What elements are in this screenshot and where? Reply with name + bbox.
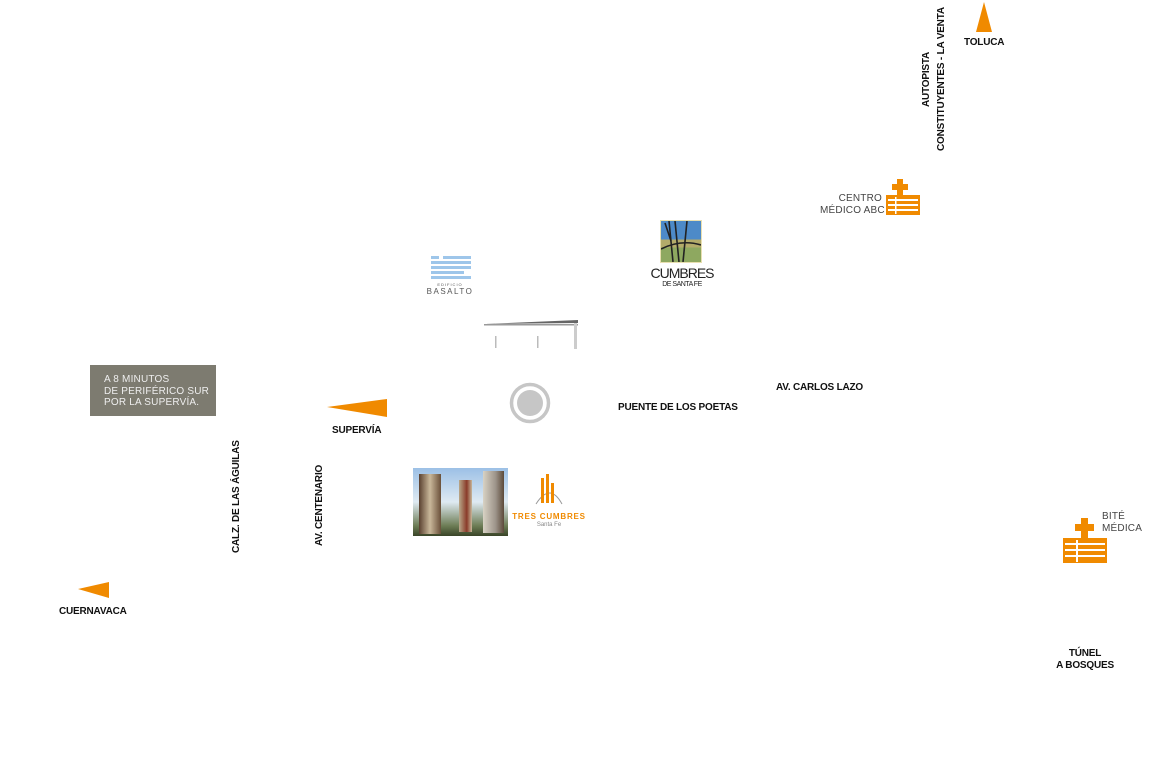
arrow-left-icon [78, 582, 109, 598]
basalto-logo-icon [431, 256, 471, 279]
destination-supervia: SUPERVÍA [332, 425, 382, 436]
road-carlos-lazo: AV. CARLOS LAZO [776, 382, 864, 393]
destination-tunel-a-bosques: TÚNEL A BOSQUES [1056, 648, 1114, 671]
hospital-icon [1063, 518, 1107, 563]
hospital-bite-label: BITÉ MÉDICA [1102, 511, 1143, 534]
road-puente-de-los-poetas: PUENTE DE LOS POETAS [618, 402, 738, 413]
arrow-left-icon [327, 399, 387, 417]
destination-cuernavaca: CUERNAVACA [59, 606, 127, 617]
location-marker-icon [509, 382, 551, 424]
tres-cumbres-logo-text: TRES CUMBRES [512, 512, 586, 521]
tres-cumbres-logo-sub: Santa Fe [536, 522, 562, 528]
arrow-up-icon [976, 2, 992, 32]
road-calz-de-las-aguilas: CALZ. DE LAS ÁGUILAS [231, 440, 242, 554]
info-note: A 8 MINUTOS DE PERIFÉRICO SUR POR LA SUP… [90, 365, 216, 416]
cumbres-logo-image [660, 220, 702, 263]
destination-toluca: TOLUCA [964, 37, 1005, 48]
hospital-icon [886, 179, 920, 215]
cumbres-logo-sub: DE SANTA FE [662, 281, 702, 288]
hospital-abc-label: CENTRO MÉDICO ABC [820, 193, 885, 216]
tres-cumbres-photo [413, 468, 508, 536]
road-av-centenario: AV. CENTENARIO [314, 464, 325, 547]
road-autopista: AUTOPISTA CONSTITUYENTES - LA VENTA [921, 7, 947, 151]
basalto-logo-small: EDIFICIO [437, 282, 463, 287]
bridge-icon [482, 320, 578, 349]
tres-cumbres-logo-icon [535, 474, 563, 505]
cumbres-logo-text: CUMBRES [650, 265, 714, 281]
basalto-logo-name: BASALTO [426, 287, 474, 296]
